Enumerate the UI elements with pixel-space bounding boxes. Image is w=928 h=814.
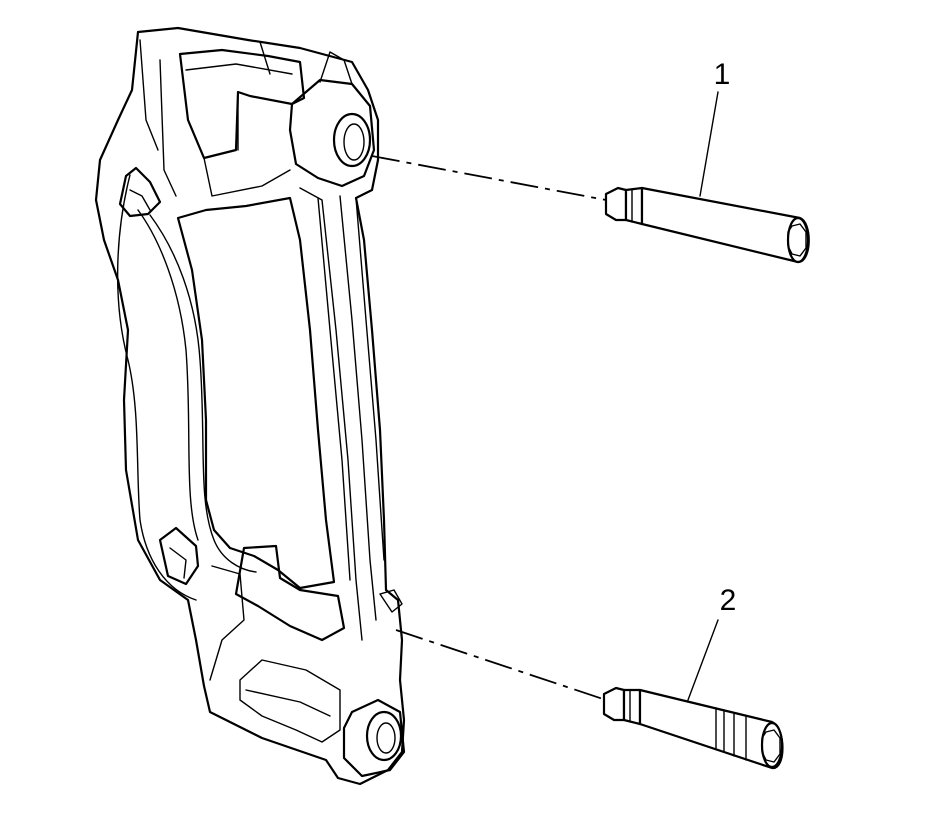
- lower-guide-pin: [602, 686, 784, 770]
- callout-2-leader: [687, 619, 719, 701]
- caliper-bracket: [94, 26, 406, 786]
- upper-guide-pin: [604, 186, 810, 264]
- upper-alignment-line: [371, 155, 607, 201]
- callout-1-label: 1: [714, 58, 731, 91]
- callout-1-leader: [699, 91, 719, 197]
- callout-2-label: 2: [720, 584, 737, 617]
- lower-alignment-line: [395, 629, 607, 701]
